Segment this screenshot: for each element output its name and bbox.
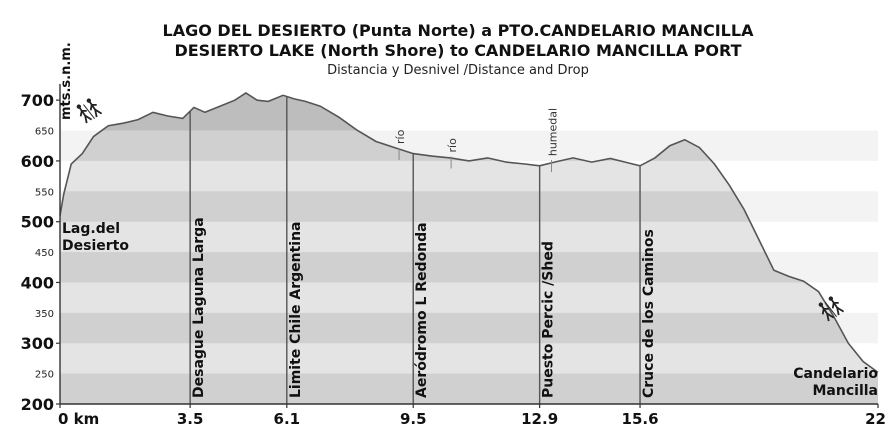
hiker-icon-body (89, 101, 103, 118)
hiker-icon (828, 296, 845, 316)
y-minor-tick-label-350: 350 (35, 309, 54, 320)
waypoint-label-4: Cruce de los Caminos (641, 229, 657, 398)
y-minor-tick-label-450: 450 (35, 248, 54, 259)
feature-label-1: río (446, 138, 459, 153)
start-label-line-2: Desierto (62, 238, 129, 254)
chart-title-english: DESIERTO LAKE (North Shore) to CANDELARI… (174, 41, 741, 60)
feature-label-0: río (394, 129, 407, 144)
end-label-line-2: Mancilla (813, 383, 879, 399)
waypoint-label-1: Limite Chile Argentina (288, 221, 304, 398)
y-tick-label-300: 300 (21, 334, 54, 353)
y-tick-label-700: 700 (21, 91, 54, 110)
y-minor-tick-label-550: 550 (35, 187, 54, 198)
hiker-icon-head (818, 302, 824, 307)
waypoint-lines: Desague Laguna Larga Limite Chile Argenti… (189, 96, 657, 404)
chart-subtitle: Distancia y Desnivel /Distance and Drop (327, 63, 589, 78)
start-label-line-1: Lag.del (62, 221, 120, 237)
hiker-icon-body (79, 107, 93, 124)
chart-text: LAGO DEL DESIERTO (Punta Norte) a PTO.CA… (59, 21, 878, 399)
y-tick-label-400: 400 (21, 273, 54, 292)
waypoint-label-3: Puesto Percic /Shed (541, 241, 557, 398)
x-tick-label-3: 9.5 (400, 410, 427, 428)
hiker-icon-head (76, 104, 82, 109)
x-tick-label-5: 15.6 (622, 410, 659, 428)
hiker-icons (76, 98, 845, 322)
y-tick-label-200: 200 (21, 395, 54, 414)
x-tick-label-2: 6.1 (274, 410, 301, 428)
y-tick-label-600: 600 (21, 152, 54, 171)
y-minor-tick-label-250: 250 (35, 370, 54, 381)
y-minor-tick-label-650: 650 (35, 127, 54, 138)
feature-markers: río río humedal (394, 108, 560, 173)
hiker-icon-stick (83, 104, 96, 120)
waypoint-label-0: Desague Laguna Larga (191, 217, 207, 398)
terrain-profile (59, 91, 879, 405)
hiker-icon (818, 302, 838, 322)
terrain-band-400 (60, 252, 878, 283)
feature-label-2: humedal (547, 108, 560, 156)
terrain-top-shade (60, 92, 878, 131)
waypoint-label-2: Aeródromo L Redonda (414, 222, 430, 398)
x-tick-label-6: 22 (865, 410, 886, 428)
y-axis-label: mts.s.n.m. (59, 42, 74, 120)
hiker-icon-head (86, 98, 92, 103)
terrain-band-300 (60, 312, 878, 344)
chart-title-spanish: LAGO DEL DESIERTO (Punta Norte) a PTO.CA… (163, 21, 755, 40)
x-tick-label-0: 0 km (58, 410, 99, 428)
y-tick-label-500: 500 (21, 213, 54, 232)
terrain-line (59, 91, 879, 374)
hiker-icon (86, 98, 103, 118)
axes: 200 300 400 500 600 700 250 350 450 550 650 0 km 3.5… (21, 84, 886, 428)
hiker-icon (76, 104, 96, 124)
hiker-icon-head (828, 296, 834, 301)
hiker-icon-body (831, 299, 845, 316)
end-label-line-1: Candelario (793, 366, 878, 382)
x-tick-label-1: 3.5 (177, 410, 204, 428)
hiker-icon-body (821, 305, 835, 322)
x-tick-label-4: 12.9 (521, 410, 558, 428)
terrain-band-200 (60, 373, 878, 404)
hiker-icon-stick (825, 302, 838, 318)
